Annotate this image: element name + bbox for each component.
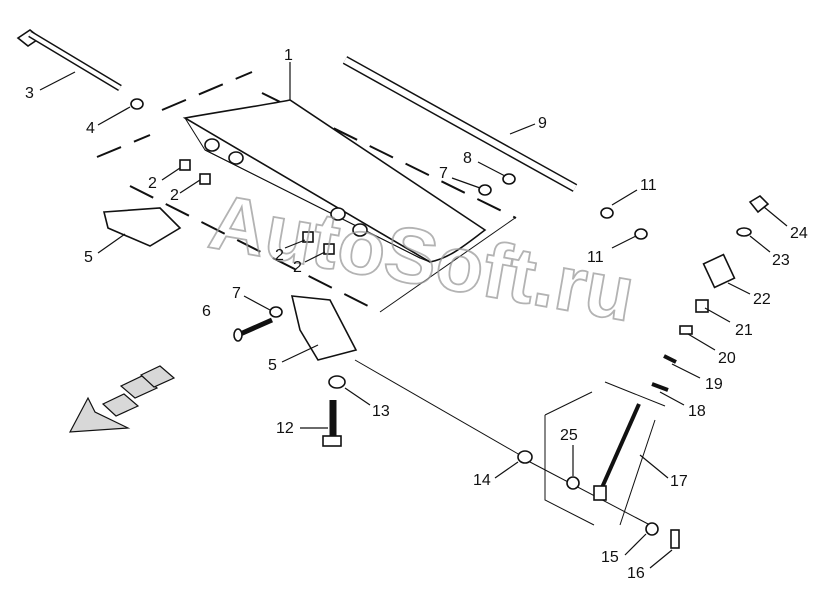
long-bolt-part: [16, 29, 122, 92]
callout-label: 18: [688, 403, 706, 420]
callout-label: 2: [293, 259, 302, 276]
callout-label: 3: [25, 85, 34, 102]
axis-line: [354, 359, 521, 456]
callout-label: 8: [463, 150, 472, 167]
callout-label: 5: [84, 249, 93, 266]
spring-assembly-parts: [651, 194, 770, 392]
nut-washer-parts: [269, 173, 648, 318]
callout-label: 17: [670, 473, 688, 490]
threaded-rod-part: [342, 56, 578, 192]
callouts: 1 2 2 2 2 3 4 5 5 6 7 7 8 9 11 11 12: [25, 47, 808, 582]
callout-label: 7: [439, 165, 448, 182]
callout-label: 13: [372, 403, 390, 420]
callout-label: 6: [202, 303, 211, 320]
callout-label: 20: [718, 350, 736, 367]
shield-body-part: [182, 99, 487, 263]
bottom-bolt-part: [322, 375, 346, 447]
callout-label: 2: [170, 187, 179, 204]
callout-label: 22: [753, 291, 771, 308]
callout-label: 4: [86, 120, 95, 137]
callout-label: 25: [560, 427, 578, 444]
callout-label: 15: [601, 549, 619, 566]
callout-label: 2: [148, 175, 157, 192]
axis-line-2: [529, 461, 651, 526]
bushing-parts: [179, 159, 335, 255]
callout-label: 7: [232, 285, 241, 302]
callout-label: 11: [640, 177, 657, 194]
callout-label: 14: [473, 472, 491, 489]
callout-label: 2: [275, 247, 284, 264]
callout-label: 23: [772, 252, 790, 269]
screw-part: [233, 317, 274, 342]
callout-label: 21: [735, 322, 753, 339]
hinge-bracket-part: [102, 207, 358, 361]
callout-label: 11: [587, 249, 604, 266]
callout-label: 19: [705, 376, 723, 393]
direction-arrow-icon: [68, 365, 176, 433]
callout-label: 9: [538, 115, 547, 132]
callout-label: 24: [790, 225, 808, 242]
washer-14-part: [517, 450, 533, 464]
callout-label: 5: [268, 357, 277, 374]
mud-flap-plate-part: [544, 381, 680, 549]
washer-part: [130, 98, 144, 110]
callout-label: 12: [276, 420, 294, 437]
callout-label: 16: [627, 565, 645, 582]
callout-label: 1: [284, 47, 293, 64]
